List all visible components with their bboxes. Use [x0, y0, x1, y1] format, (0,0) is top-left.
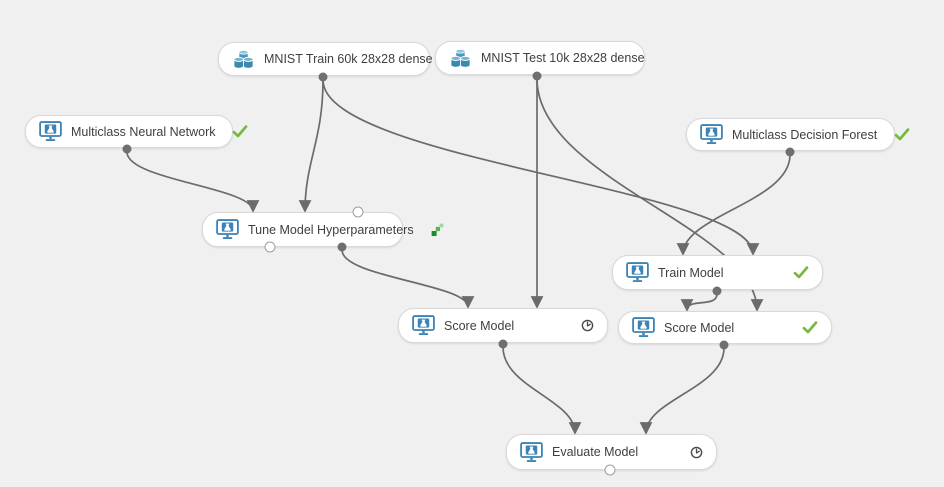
check-icon: [224, 125, 248, 138]
port-output-1-evaluate-model[interactable]: [604, 464, 616, 476]
edge-mnist-train-to-tune-model-hyperparameters[interactable]: [298, 79, 324, 213]
port-output-1-train-model[interactable]: [712, 286, 722, 296]
node-label: Multiclass Neural Network: [71, 124, 216, 139]
module-icon: [520, 441, 543, 463]
node-evaluate-model[interactable]: Evaluate Model: [506, 434, 717, 470]
module-icon: [412, 315, 435, 336]
dataset-icon: [232, 49, 255, 70]
node-label: Score Model: [664, 320, 735, 335]
port-input-unconnected-tune-model-hyperparameters[interactable]: [352, 206, 364, 218]
node-label: Train Model: [658, 265, 724, 280]
node-multiclass-neural-network[interactable]: Multiclass Neural Network: [25, 115, 248, 148]
port-output-1-tune-model-hyperparameters[interactable]: [264, 241, 276, 253]
module-icon: [39, 121, 62, 142]
node-label: MNIST Test 10k 28x28 dense: [481, 51, 645, 65]
port-output-1-mnist-train[interactable]: [318, 72, 328, 82]
node-label: Evaluate Model: [552, 445, 639, 459]
node-score-model-right[interactable]: Score Model: [618, 311, 832, 344]
module-icon: [700, 124, 723, 145]
edge-multiclass-decision-forest-to-train-model[interactable]: [676, 154, 791, 256]
check-icon: [785, 266, 809, 279]
edge-score-model-left-to-evaluate-model[interactable]: [502, 346, 582, 435]
node-score-model-left[interactable]: Score Model: [398, 308, 608, 343]
node-train-model[interactable]: Train Model: [612, 255, 823, 290]
edge-tune-model-hyperparameters-to-score-model-left[interactable]: [341, 249, 475, 309]
port-output-1-score-model-right[interactable]: [719, 340, 729, 350]
dataset-icon: [449, 48, 472, 69]
check-icon: [886, 128, 910, 141]
port-output-1-multiclass-neural-network[interactable]: [122, 144, 132, 154]
node-label: Score Model: [444, 318, 515, 333]
port-output-2-tune-model-hyperparameters[interactable]: [337, 242, 347, 252]
module-icon: [216, 219, 239, 240]
edge-train-model-to-score-model-right[interactable]: [680, 293, 718, 312]
node-label: MNIST Train 60k 28x28 dense: [264, 52, 433, 66]
edge-mnist-train-to-train-model[interactable]: [322, 79, 760, 256]
node-label: Multiclass Decision Forest: [732, 127, 878, 142]
node-multiclass-decision-forest[interactable]: Multiclass Decision Forest: [686, 118, 910, 151]
clock-icon: [682, 446, 703, 459]
check-icon: [794, 321, 818, 334]
node-mnist-test-dataset[interactable]: MNIST Test 10k 28x28 dense: [435, 41, 645, 75]
edge-score-model-right-to-evaluate-model[interactable]: [639, 347, 725, 435]
node-tune-model-hyperparameters[interactable]: Tune Model Hyperparameters: [202, 212, 443, 247]
running-icon: [423, 223, 445, 237]
clock-icon: [573, 319, 594, 332]
port-output-1-score-model-left[interactable]: [498, 339, 508, 349]
module-icon: [626, 262, 649, 283]
node-label: Tune Model Hyperparameters: [248, 222, 414, 237]
node-mnist-train-dataset[interactable]: MNIST Train 60k 28x28 dense: [218, 42, 433, 76]
port-output-1-multiclass-decision-forest[interactable]: [785, 147, 795, 157]
module-icon: [632, 317, 655, 338]
edge-multiclass-neural-network-to-tune-model-hyperparameters[interactable]: [126, 151, 260, 213]
port-output-1-mnist-test[interactable]: [532, 71, 542, 81]
